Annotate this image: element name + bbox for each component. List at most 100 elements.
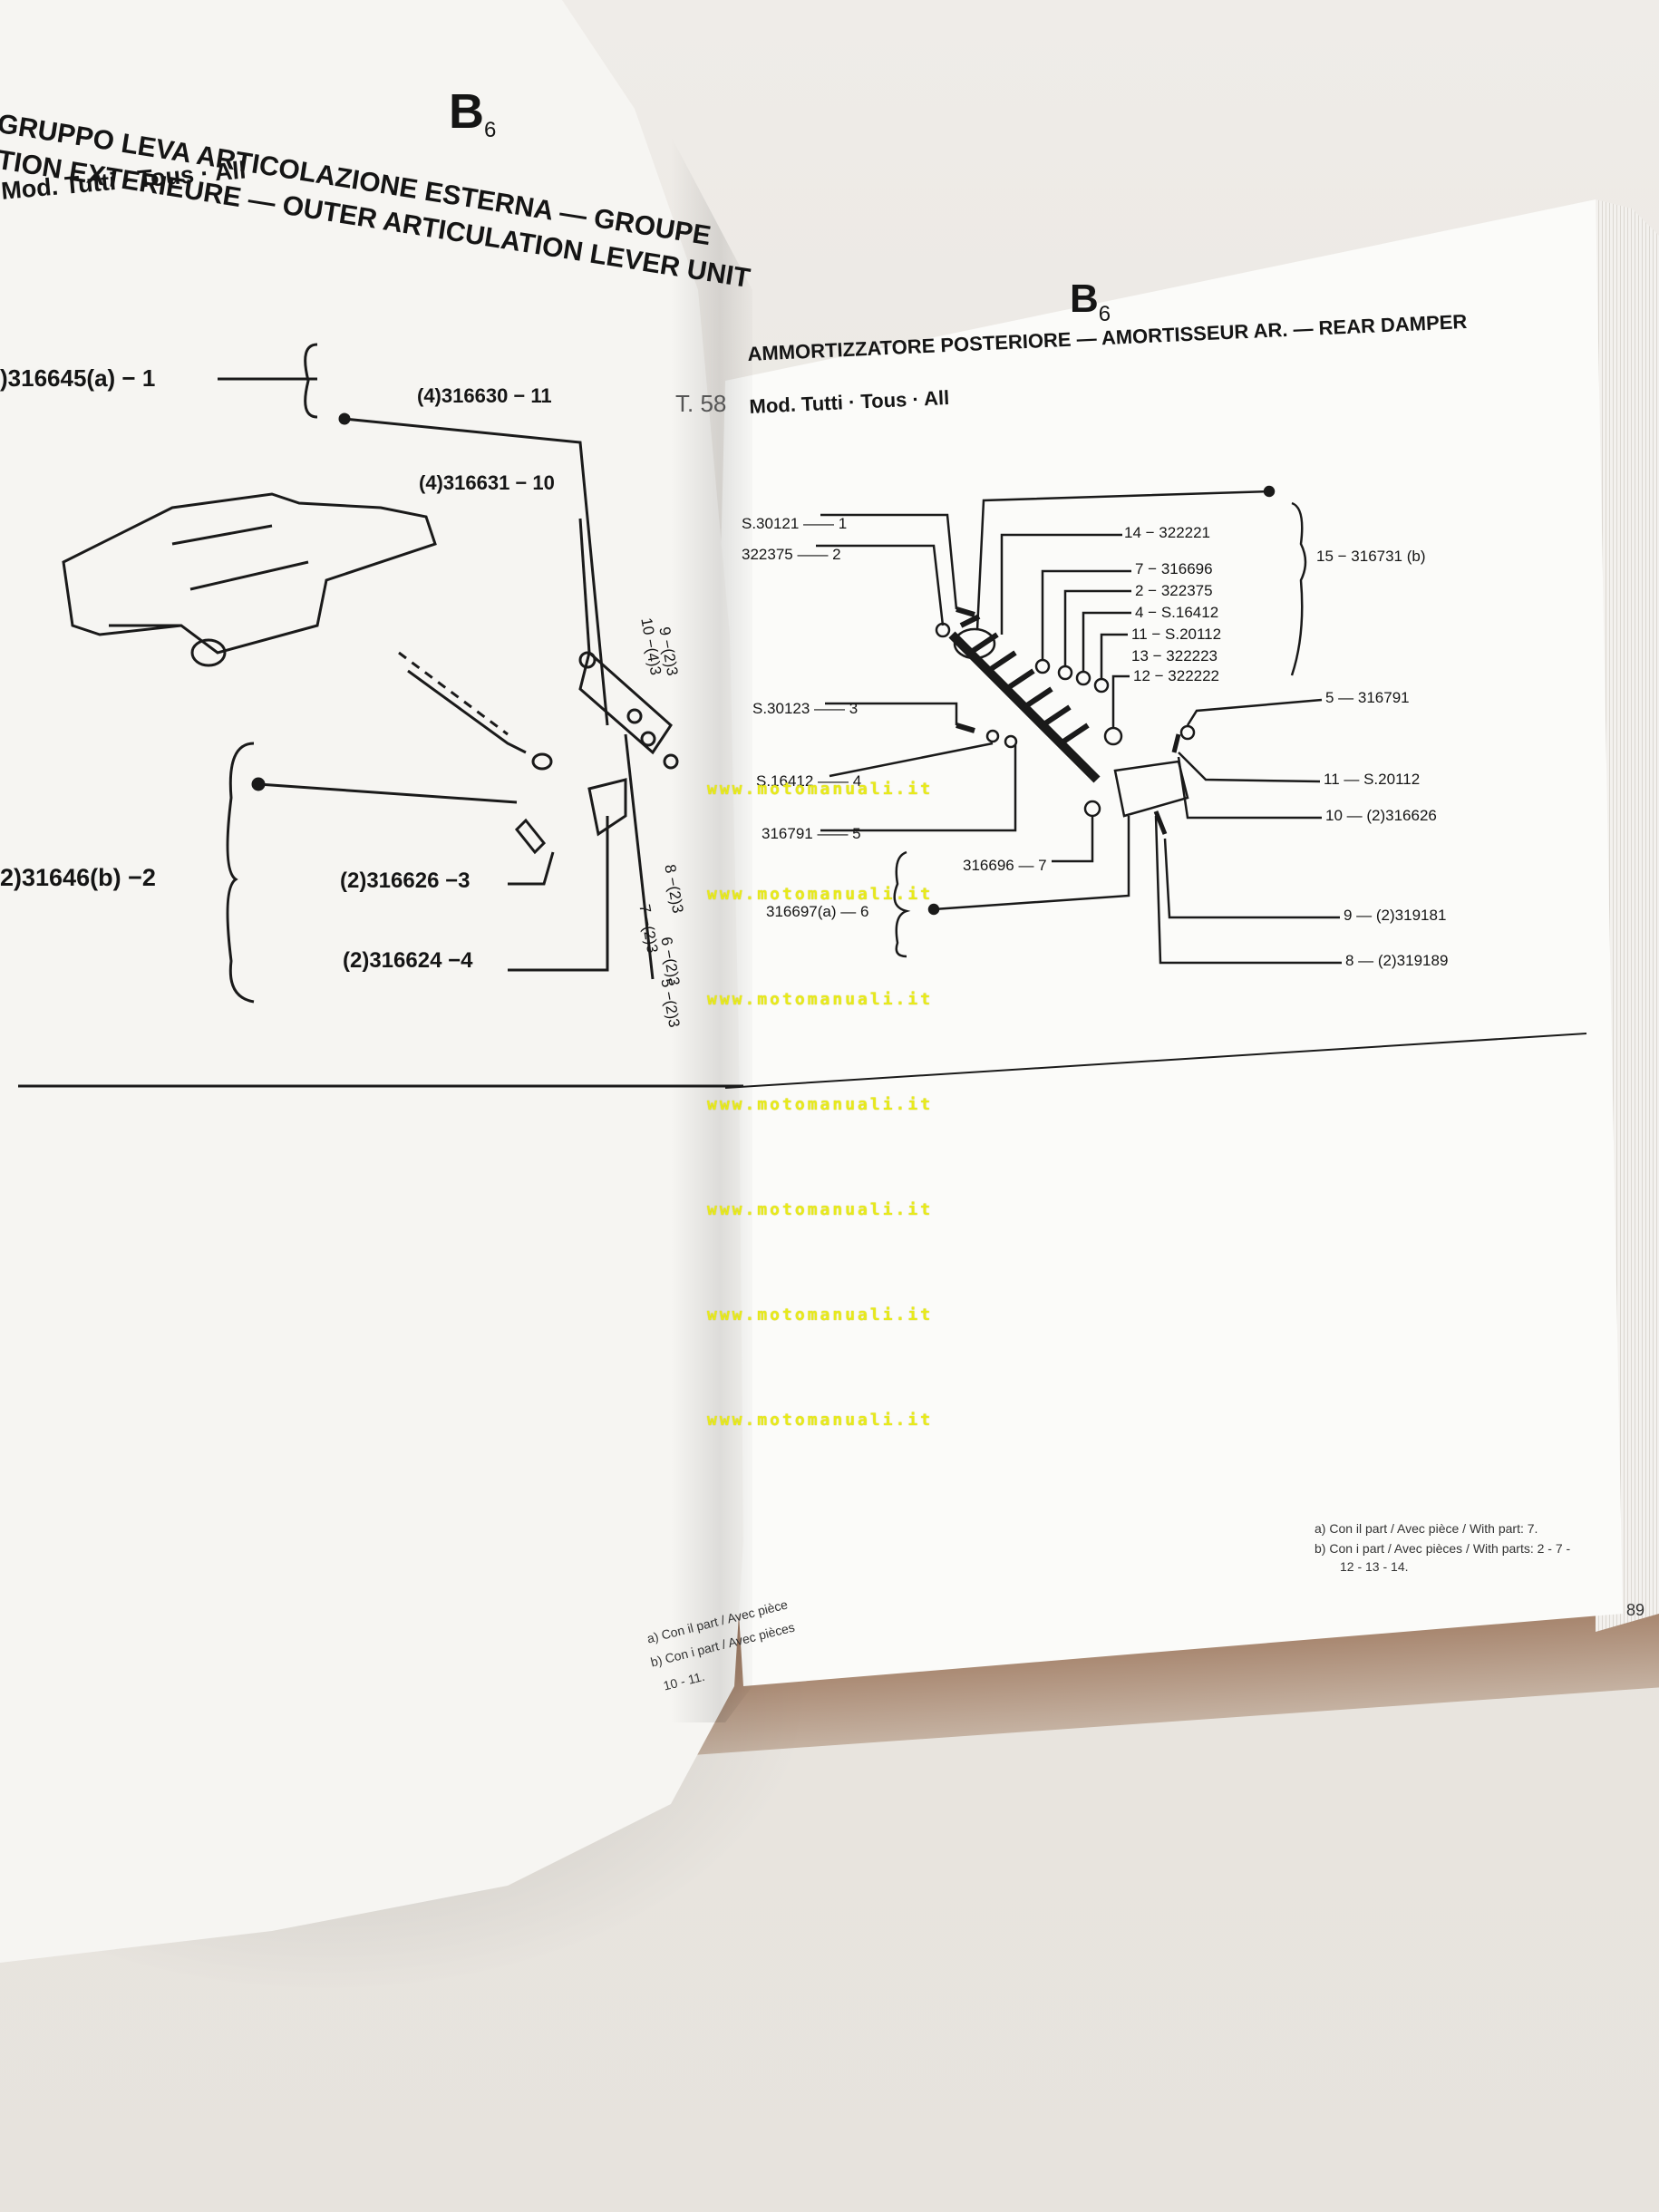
lead-r5 (1186, 698, 1323, 726)
lead-r12 (1111, 674, 1130, 728)
lead-r15 (975, 490, 1270, 631)
lead-l3 (825, 702, 958, 725)
nut-lower (1083, 800, 1101, 818)
table-number: T. 58 (675, 390, 727, 417)
lead-l4 (829, 742, 994, 778)
washer-5 (1004, 734, 1018, 749)
bolt-9 (1153, 810, 1168, 835)
right-diagram (724, 485, 1587, 1089)
washer-2 (935, 622, 951, 638)
lead-r11b (1178, 752, 1321, 783)
bolt-1 (956, 606, 975, 617)
swingarm-drawing (62, 492, 437, 655)
right-footnote-a: a) Con il part / Avec pièce / With part:… (1315, 1521, 1538, 1536)
nut-2 (1057, 665, 1073, 681)
left-label-11: (4)316630 − 11 (417, 384, 552, 407)
lead-r7 (1041, 569, 1131, 660)
lead-r8 (1154, 815, 1342, 965)
nut-11 (1093, 677, 1110, 694)
left-label-1: )316645(a) − 1 (0, 364, 156, 392)
right-footnote-b2: 12 - 13 - 14. (1340, 1559, 1409, 1574)
nut-4 (1075, 670, 1091, 686)
left-diagram (18, 343, 743, 1088)
link-plate (578, 650, 673, 755)
left-label-10: (4)316631 − 10 (419, 471, 555, 494)
left-section-heading: B6 (449, 84, 497, 142)
link-washer (626, 708, 643, 724)
nut-7 (1034, 658, 1051, 674)
right-label-r11: 11 − S.20112 (1131, 626, 1222, 643)
lead-l2 (816, 544, 945, 626)
right-footnote-b: b) Con i part / Avec pièces / With parts… (1315, 1541, 1571, 1556)
bolt-3 (956, 723, 975, 733)
right-label-r5: 5 — 316791 (1325, 689, 1410, 706)
watermark-1: www.motomanuali.it (707, 780, 934, 799)
bolt-10 (1171, 733, 1181, 753)
right-label-r15: 15 − 316731 (b) (1316, 548, 1426, 565)
right-label-r9: 9 — (2)319181 (1344, 907, 1447, 924)
lead-r11 (1100, 633, 1128, 679)
right-label-r14: 14 − 322221 (1124, 524, 1211, 541)
link-bolt (578, 651, 597, 669)
link-washer2 (640, 731, 656, 747)
watermark-2: www.motomanuali.it (707, 885, 934, 904)
right-section-heading: B6 (1070, 276, 1111, 326)
swingarm-pivot (190, 638, 227, 667)
right-label-r7: 7 − 316696 (1135, 560, 1213, 577)
lead-l1 (820, 513, 958, 610)
left-label-4: (2)316624 −4 (343, 948, 473, 973)
left-label-2: 2)31646(b) −2 (0, 864, 156, 891)
right-label-1: S.30121 —— 1 (742, 515, 848, 532)
lead-r14 (1000, 533, 1122, 635)
bushing (531, 752, 553, 771)
lead-r10 (1177, 756, 1322, 820)
right-rule (724, 1033, 1587, 1089)
right-label-r12: 12 − 322222 (1133, 667, 1220, 684)
left-label-3: (2)316626 −3 (340, 868, 471, 893)
watermark-3: www.motomanuali.it (707, 990, 934, 1009)
brace-r15 (1290, 501, 1307, 676)
leader-5b (624, 733, 655, 980)
right-label-r2: 2 − 322375 (1135, 582, 1213, 599)
nut-11b (1179, 724, 1196, 741)
right-label-r4: 4 − S.16412 (1135, 604, 1219, 621)
pivot-axis (398, 651, 509, 736)
leader-10 (578, 518, 591, 654)
lead-l7 (1052, 816, 1094, 863)
lead-l5 (820, 745, 1017, 832)
leader-11 (344, 417, 609, 726)
leader-3 (508, 851, 555, 886)
swingarm-detail (109, 524, 309, 627)
right-label-r8: 8 — (2)319189 (1345, 952, 1449, 969)
left-page (0, 0, 743, 1963)
right-label-r11b: 11 — S.20112 (1324, 771, 1421, 788)
watermark-6: www.motomanuali.it (707, 1305, 934, 1324)
damper-spring (959, 614, 1090, 746)
link-rocker (1113, 760, 1189, 818)
lead-r9 (1163, 838, 1340, 919)
rocker (587, 778, 627, 837)
right-label-6: 316697(a) — 6 (766, 903, 869, 920)
spring-top (953, 627, 996, 660)
right-label-2: 322375 —— 2 (742, 546, 841, 563)
link-washer3 (663, 753, 679, 770)
leader-4 (508, 816, 609, 972)
brace-l6 (893, 850, 911, 958)
bolt-3 (514, 818, 547, 855)
leader-2 (257, 782, 518, 804)
right-label-4: S.16412 —— 4 (756, 772, 862, 790)
watermark-5: www.motomanuali.it (707, 1200, 934, 1219)
pivot-pin (407, 669, 527, 754)
watermark-4: www.motomanuali.it (707, 1095, 934, 1114)
lead-l6 (933, 816, 1130, 911)
right-label-7: 316696 — 7 (963, 857, 1047, 874)
book-gutter (671, 136, 752, 1722)
brace-2 (226, 742, 255, 1004)
page-number: 89 (1626, 1601, 1645, 1619)
right-label-r10: 10 — (2)316626 (1325, 807, 1437, 824)
nut-12 (1103, 726, 1123, 746)
lead-r4 (1082, 611, 1131, 672)
washer-4 (985, 729, 1000, 743)
